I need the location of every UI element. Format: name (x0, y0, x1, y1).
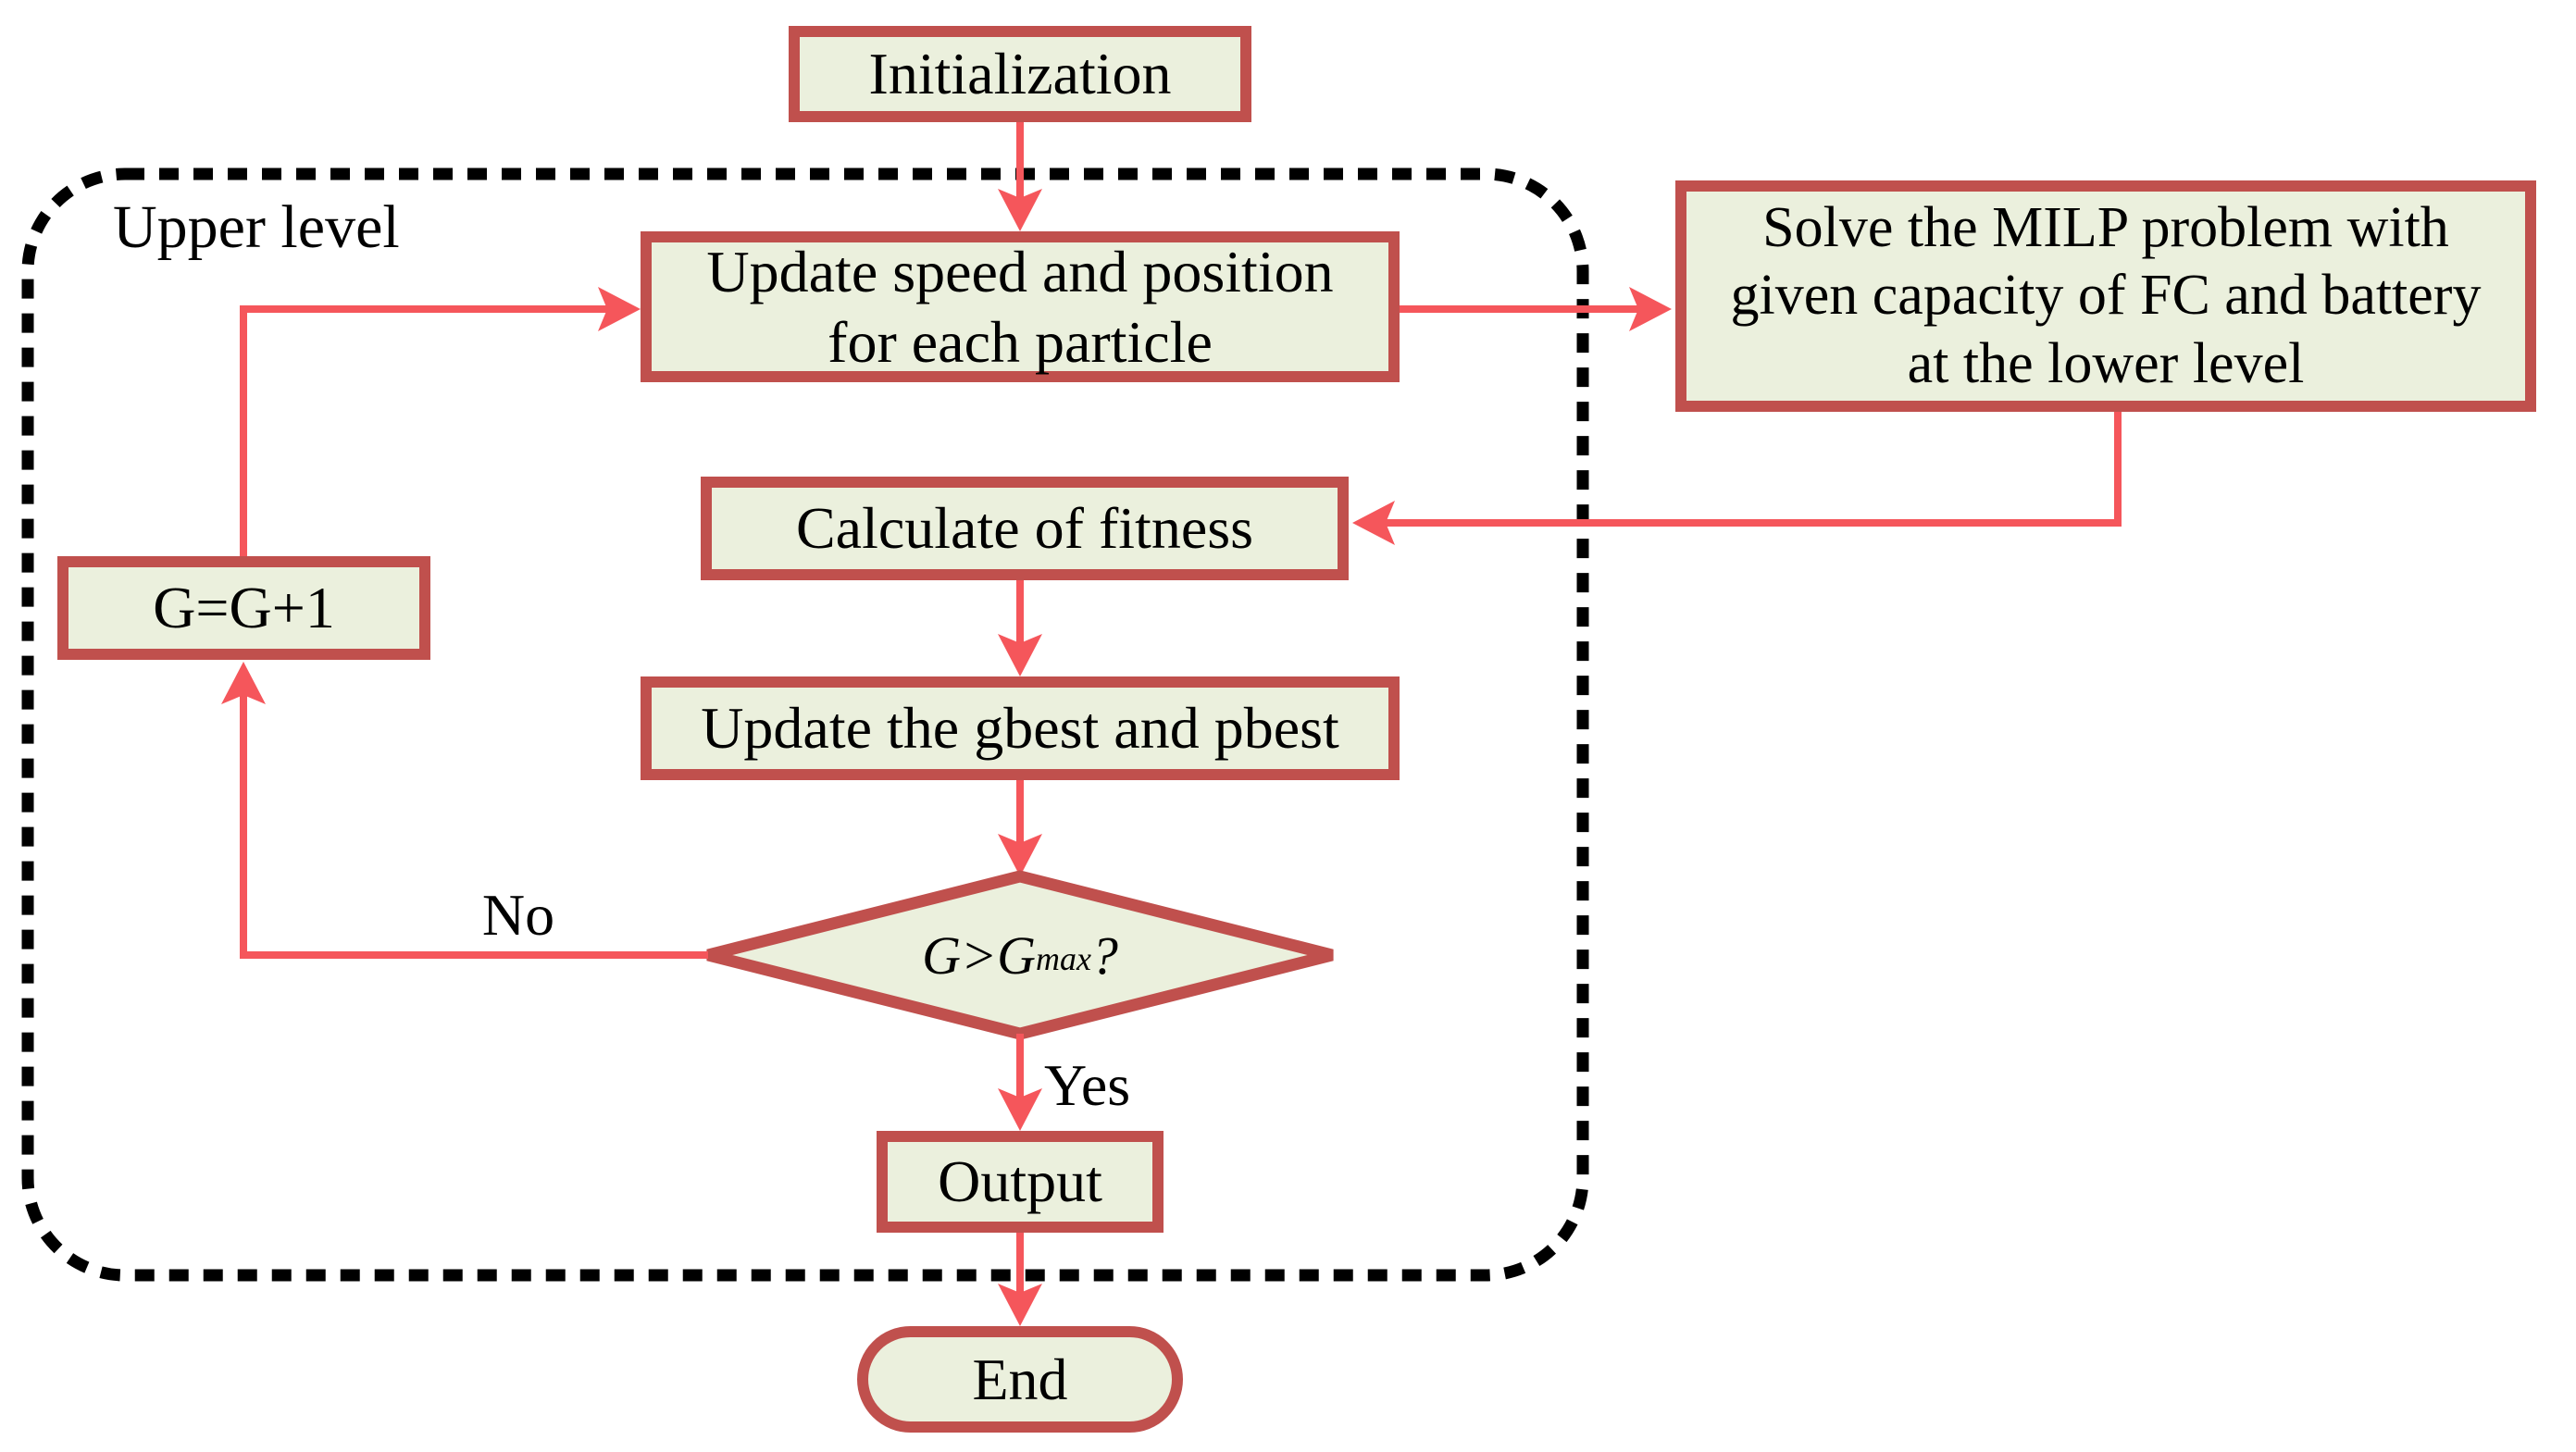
calculate-fitness-node: Calculate of fitness (701, 477, 1349, 580)
end-node: End (857, 1326, 1183, 1433)
update-speed-line1: Update speed and position (706, 238, 1334, 304)
arrow-increment-to-update (240, 305, 607, 556)
increment-node: G=G+1 (57, 556, 430, 660)
milp-line3: at the lower level (1907, 331, 2305, 395)
initialization-node: Initialization (789, 26, 1251, 122)
milp-line1: Solve the MILP problem with (1762, 196, 2449, 260)
milp-line2: given capacity of FC and battery (1730, 264, 2482, 328)
end-label: End (972, 1346, 1068, 1412)
arrowhead-increment-to-update (598, 287, 641, 331)
update-speed-node: Update speed and position for each parti… (641, 231, 1400, 382)
no-branch-label: No (481, 882, 555, 948)
arrowhead-init-to-update (998, 189, 1042, 231)
arrowhead-update-to-milp (1629, 287, 1672, 331)
arrowhead-output-to-end (998, 1284, 1042, 1326)
update-best-label: Update the gbest and pbest (701, 695, 1339, 762)
upper-level-label: Upper level (113, 193, 400, 261)
arrowhead-calculate-to-best (998, 634, 1042, 676)
arrow-decision-to-increment (240, 695, 708, 959)
update-speed-line2: for each particle (828, 308, 1213, 375)
milp-node: Solve the MILP problem with given capaci… (1675, 180, 2536, 412)
calculate-fitness-label: Calculate of fitness (795, 495, 1254, 562)
arrow-milp-to-calculate (1386, 412, 2122, 527)
upper-level-dashed-border (21, 168, 1589, 1282)
initialization-label: Initialization (868, 41, 1172, 107)
arrowhead-best-to-decision (998, 834, 1042, 876)
increment-label: G=G+1 (153, 575, 335, 641)
update-best-node: Update the gbest and pbest (641, 676, 1400, 780)
arrowhead-milp-to-calculate (1352, 501, 1395, 545)
output-node: Output (877, 1131, 1164, 1233)
arrowhead-decision-to-output (998, 1088, 1042, 1131)
decision-label-prefix: G>G (922, 925, 1036, 986)
output-label: Output (938, 1148, 1102, 1215)
decision-label-suffix: ? (1090, 925, 1118, 986)
yes-branch-label: Yes (1044, 1052, 1131, 1118)
arrowhead-decision-to-increment (221, 662, 266, 704)
